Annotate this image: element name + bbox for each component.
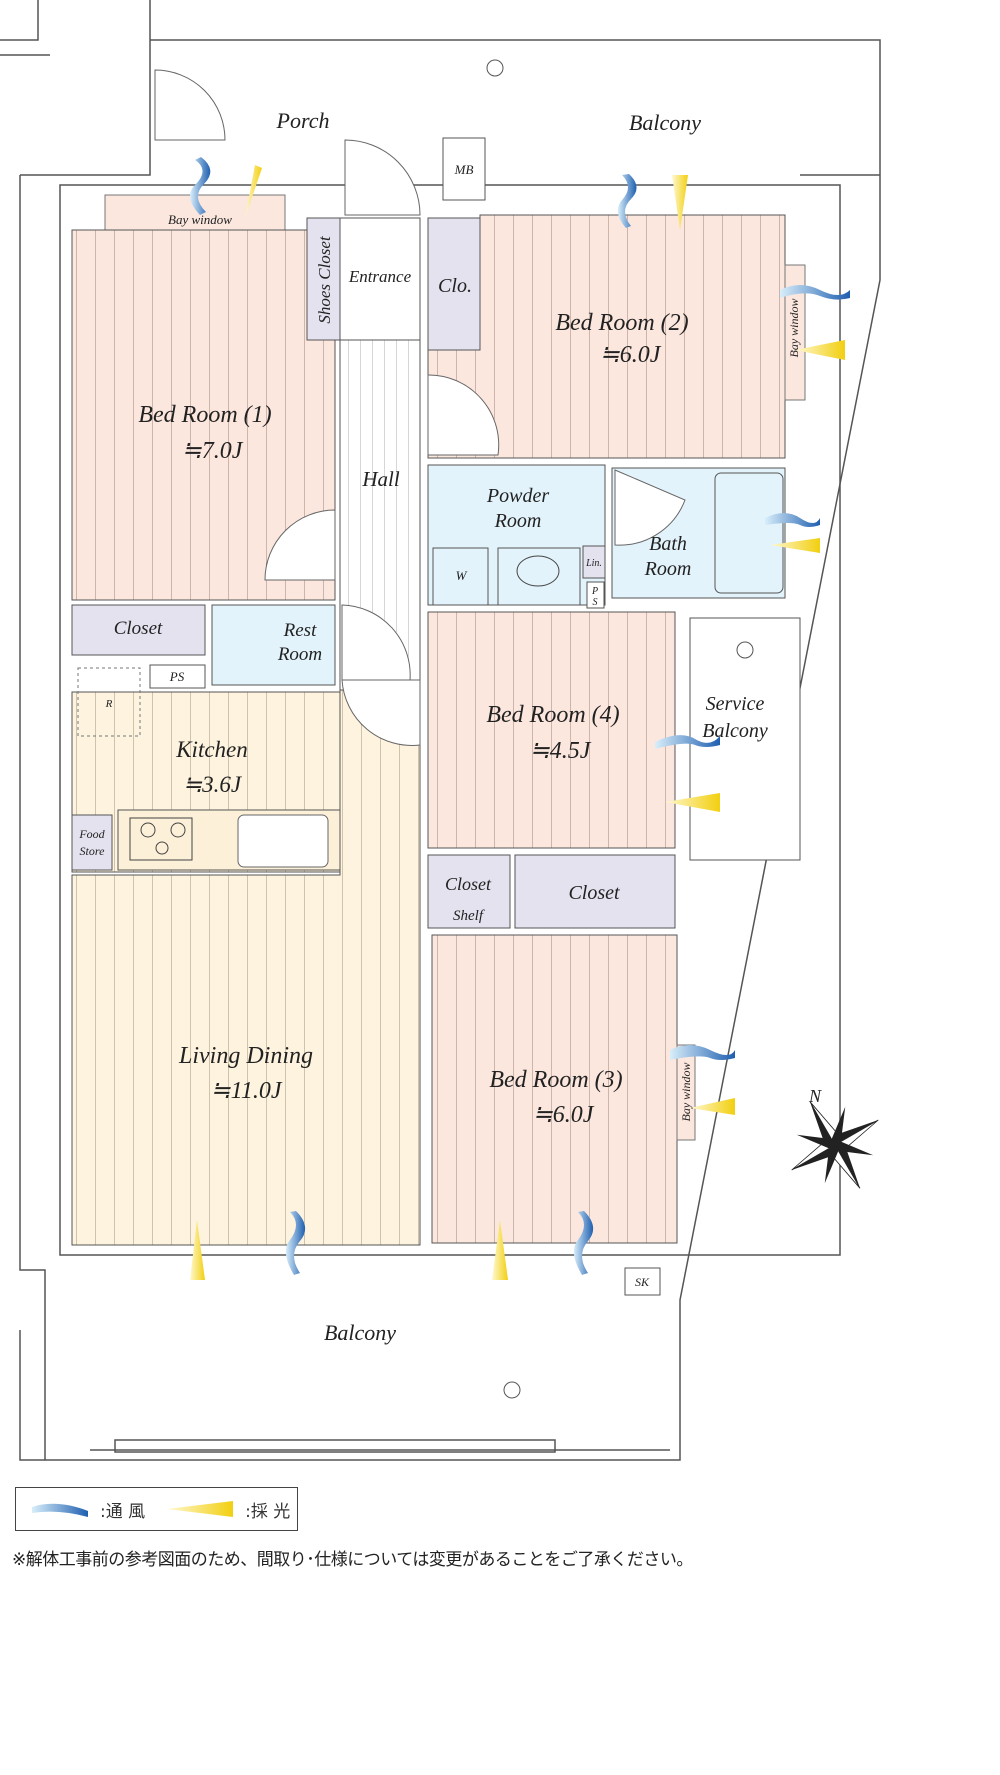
bed-room-3-label: Bed Room (3) <box>489 1067 622 1093</box>
vanity <box>497 547 581 606</box>
bed-room-2-size: ≒6.0J <box>600 342 662 368</box>
bath-label-2: Room <box>644 558 692 580</box>
entrance-label: Entrance <box>348 267 412 286</box>
linen-label: Lin. <box>585 558 602 569</box>
wind-legend-label: :通 風 <box>100 1501 146 1522</box>
stove-icon <box>129 817 193 861</box>
bed-room-4 <box>427 611 676 849</box>
bay-window-bed2 <box>784 264 806 401</box>
service-balcony-label-2: Balcony <box>702 720 768 742</box>
bath-label-1: Bath <box>649 533 687 555</box>
room-labels: Porch Balcony MB Bay window Shoes Closet… <box>78 108 801 1345</box>
ps-box <box>149 664 206 689</box>
mb <box>442 137 486 201</box>
bed-room-3-size: ≒6.0J <box>533 1102 595 1128</box>
footnote: ※解体工事前の参考図面のため、間取り･仕様については変更があることをご了承くださ… <box>12 1550 693 1570</box>
food-store-label-2: Store <box>80 844 106 858</box>
bathtub <box>714 472 784 594</box>
closet-shelf-label: Closet <box>445 874 492 894</box>
mb-label: MB <box>454 162 474 177</box>
closet-1-label: Closet <box>114 618 163 639</box>
porch-label: Porch <box>276 108 330 133</box>
kitchen-size: ≒3.6J <box>183 772 243 797</box>
bed-room-1-size: ≒7.0J <box>182 438 244 464</box>
shoes-closet-label: Shoes Closet <box>315 235 334 324</box>
legend: :通 風 :採 光 <box>15 1487 298 1531</box>
powder-label-2: Room <box>494 510 542 532</box>
wind-icons <box>190 157 850 1275</box>
hall-label: Hall <box>361 467 400 491</box>
closet-shelf <box>427 854 511 929</box>
sink <box>237 814 329 868</box>
sk-label: SK <box>635 1275 650 1289</box>
north-label: N <box>808 1086 822 1106</box>
bed-room-4-label: Bed Room (4) <box>486 702 619 728</box>
bed-room-2-label: Bed Room (2) <box>555 310 688 336</box>
bed-room-4-size: ≒4.5J <box>530 738 592 764</box>
drain-icon <box>736 641 754 659</box>
living-dining-label: Living Dining <box>178 1043 313 1069</box>
closet-bed4 <box>514 854 676 929</box>
drain-icon <box>503 1381 521 1399</box>
ps-small-label-2: S <box>593 597 598 608</box>
light-legend-icon <box>167 1501 234 1517</box>
balcony-top-label: Balcony <box>629 110 701 135</box>
rest-label-1: Rest <box>283 620 317 641</box>
sk-box <box>624 1267 661 1296</box>
drain-icon <box>486 59 504 77</box>
kitchen-label: Kitchen <box>175 737 248 762</box>
door-swings <box>154 69 686 746</box>
closet-bed1 <box>71 604 206 656</box>
food-store <box>71 814 113 871</box>
bay-window-3-label: Bay window <box>679 1063 693 1122</box>
bed-room-2 <box>427 214 786 459</box>
closet-2-label: Closet <box>568 882 620 904</box>
compass-north-icon <box>791 1101 879 1189</box>
shoes-closet <box>306 217 341 341</box>
light-legend-label: :採 光 <box>245 1501 291 1522</box>
shelf-label: Shelf <box>453 908 485 924</box>
powder-label-1: Powder <box>486 485 549 507</box>
r-label: R <box>105 698 113 710</box>
bay-window-label: Bay window <box>168 212 232 227</box>
linen <box>582 545 606 579</box>
bay-window-2-label: Bay window <box>787 299 801 358</box>
light-icons <box>190 165 845 1280</box>
living-dining-size: ≒11.0J <box>210 1078 282 1104</box>
wind-legend-icon <box>32 1503 88 1517</box>
bay-window-bed3 <box>676 1044 696 1141</box>
clo <box>427 217 481 351</box>
ps-small <box>586 581 605 609</box>
washer <box>432 547 489 606</box>
ps-small-label-1: P <box>591 586 598 597</box>
bed-room-3 <box>431 934 678 1244</box>
rest-label-2: Room <box>277 644 322 665</box>
food-store-label-1: Food <box>78 827 105 841</box>
bed-room-1-label: Bed Room (1) <box>138 402 271 428</box>
refrigerator-space <box>77 667 141 737</box>
washer-label: W <box>456 568 468 583</box>
entrance <box>339 217 421 341</box>
basin <box>516 555 560 587</box>
service-balcony-label-1: Service <box>706 693 765 715</box>
balcony-bottom-label: Balcony <box>324 1320 396 1345</box>
clo-label: Clo. <box>438 275 472 297</box>
rest-room <box>211 604 336 686</box>
ps-label: PS <box>169 669 185 684</box>
